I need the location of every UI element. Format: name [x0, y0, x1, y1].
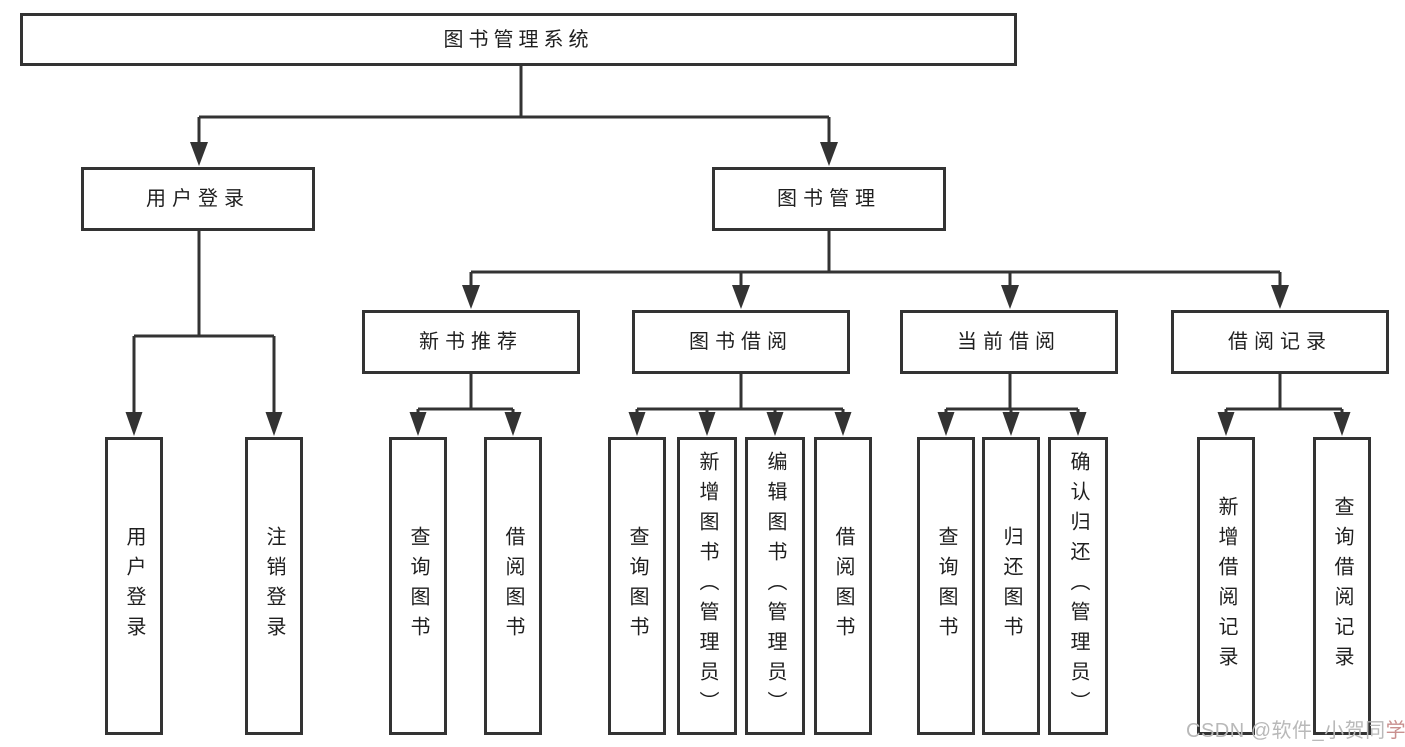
leaf-user-login: 用户登录 [105, 437, 163, 735]
leaf-borrow-books-recommend: 借阅图书 [484, 437, 542, 735]
leaf-add-book-admin: 新增图书（管理员） [677, 437, 737, 735]
leaf-label: 编辑图书（管理员） [764, 451, 786, 721]
node-current-borrowing: 当前借阅 [900, 310, 1118, 374]
leaf-query-books-current: 查询图书 [917, 437, 975, 735]
leaf-label: 归还图书 [1000, 526, 1022, 646]
leaf-label: 查询图书 [935, 526, 957, 646]
node-user-login: 用户登录 [81, 167, 315, 231]
leaf-borrow-books: 借阅图书 [814, 437, 872, 735]
leaf-label: 借阅图书 [832, 526, 854, 646]
watermark-text: CSDN @软件_小贺同 [1186, 720, 1386, 742]
leaf-label: 查询借阅记录 [1331, 496, 1353, 676]
node-book-management: 图书管理 [712, 167, 946, 231]
leaf-label: 借阅图书 [502, 526, 524, 646]
node-new-book-recommendation: 新书推荐 [362, 310, 580, 374]
leaf-label: 确认归还（管理员） [1067, 451, 1089, 721]
leaf-query-books-recommend: 查询图书 [389, 437, 447, 735]
leaf-add-borrow-record: 新增借阅记录 [1197, 437, 1255, 735]
leaf-label: 用户登录 [123, 526, 145, 646]
csdn-watermark: CSDN @软件_小贺同学 [1186, 714, 1405, 743]
node-library-management-system: 图书管理系统 [20, 13, 1017, 66]
watermark-accent-text: 学 [1385, 720, 1405, 742]
arrowheads [125, 142, 1351, 436]
leaf-label: 查询图书 [626, 526, 648, 646]
leaf-label: 注销登录 [263, 526, 285, 646]
leaf-label: 新增借阅记录 [1215, 496, 1237, 676]
node-book-borrowing: 图书借阅 [632, 310, 850, 374]
leaf-query-books-borrowing: 查询图书 [608, 437, 666, 735]
leaf-logout: 注销登录 [245, 437, 303, 735]
leaf-return-books: 归还图书 [982, 437, 1040, 735]
node-borrowing-records: 借阅记录 [1171, 310, 1389, 374]
leaf-confirm-return-admin: 确认归还（管理员） [1048, 437, 1108, 735]
leaf-label: 查询图书 [407, 526, 429, 646]
leaf-edit-book-admin: 编辑图书（管理员） [745, 437, 805, 735]
leaf-label: 新增图书（管理员） [696, 451, 718, 721]
leaf-query-borrow-record: 查询借阅记录 [1313, 437, 1371, 735]
